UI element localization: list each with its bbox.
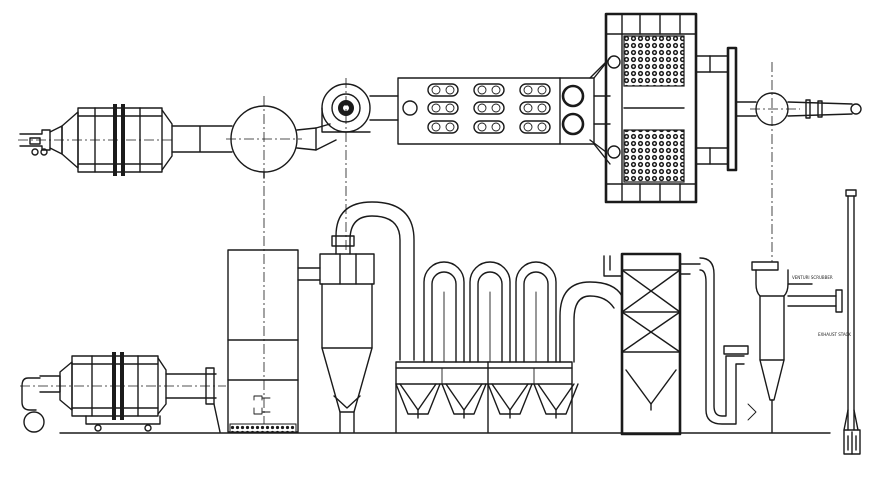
venturi-scrubber-label: VENTURI SCRUBBER [792,275,833,280]
hairpin-outer [515,261,557,363]
hairpin-inner [477,271,503,363]
spherical-separator [226,96,302,200]
filter-tower-duct [559,281,623,363]
exchanger-transition-duct [593,57,611,165]
exhaust-stack: EXHAUST STACK [818,189,861,455]
exchanger-tube [427,101,459,115]
tube-end [537,85,547,95]
tube-end [491,85,501,95]
tower-scrubber-pipe [699,257,745,425]
hairpin-inner [431,271,457,363]
cyclone-separator [319,201,415,433]
tube-end [491,122,501,132]
tube-end [537,103,547,113]
tube-end [431,85,441,95]
tube-heat-exchanger [397,77,595,145]
tube-end [445,85,455,95]
exchanger-tube [519,83,551,97]
exchanger-tube [473,83,505,97]
tube-end [477,103,487,113]
packed-tower [603,252,701,436]
upper-centrifugal-fan [321,78,399,250]
hairpin-outer [423,261,465,363]
tube-end [523,122,533,132]
regenerative-oxidizer [589,12,698,204]
regenerator-headers [695,46,757,172]
exchanger-tube [427,83,459,97]
upper-rotary-dryer [18,104,175,176]
tube-end [477,122,487,132]
baghouse-filter [395,361,579,433]
tube-end [477,85,487,95]
exchanger-tube [519,101,551,115]
tube-end [537,122,547,132]
exhaust-stack-label: EXHAUST STACK [818,332,851,337]
venturi-scrubber: VENTURI SCRUBBER [747,261,843,433]
exchanger-tube [473,101,505,115]
tube-end [445,103,455,113]
hairpin-inner [523,271,549,363]
tube-end [523,103,533,113]
tube-end [491,103,501,113]
tube-end [445,122,455,132]
dryer-outlet-duct [171,125,233,153]
combustion-chamber [227,200,321,433]
tube-end [431,103,441,113]
tube-end [431,122,441,132]
exchanger-tube [473,120,505,134]
exchanger-tube [427,120,459,134]
tube-end [523,85,533,95]
exchanger-tube [519,120,551,134]
hairpin-cooler [423,261,557,363]
hairpin-outer [469,261,511,363]
exhaust-fan-upper [750,62,862,262]
lower-rotary-dryer [20,352,226,433]
